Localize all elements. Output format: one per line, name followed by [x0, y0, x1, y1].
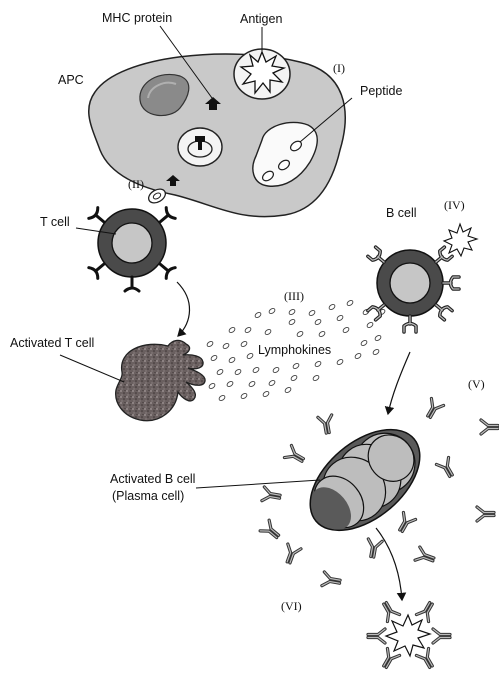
lymphokine-dot — [226, 380, 234, 387]
lymphokine-dot — [288, 318, 296, 325]
label-apc: APC — [58, 73, 84, 87]
lymphokine-dot — [240, 392, 248, 399]
lymphokine-dot — [366, 321, 374, 328]
label-lymphokines: Lymphokines — [258, 343, 331, 357]
lymphokine-dot — [248, 380, 256, 387]
lymphokine-dot — [336, 358, 344, 365]
lymphokine-dot — [314, 360, 322, 367]
lymphokine-dot — [234, 368, 242, 375]
activated-t-cell — [116, 340, 205, 420]
lymphokine-dot — [336, 314, 344, 321]
lymphokine-dot — [252, 366, 260, 373]
lymphokine-dot — [314, 318, 322, 325]
lymphokine-dot — [244, 326, 252, 333]
lymphokine-dot — [208, 382, 216, 389]
label-t-cell: T cell — [40, 215, 70, 229]
antigen-antibody-complex — [368, 600, 450, 670]
lymphokine-dot — [268, 307, 276, 314]
lymphokine-dot — [272, 366, 280, 373]
lymphokine-dot — [318, 330, 326, 337]
lymphokine-dot — [228, 326, 236, 333]
bound-antigen-icon — [444, 224, 477, 256]
label-antigen: Antigen — [240, 12, 282, 26]
lymphokine-dot — [360, 339, 368, 346]
lymphokine-dot — [374, 334, 382, 341]
lymphokine-dot — [288, 308, 296, 315]
lymphokine-dot — [218, 394, 226, 401]
arrow-neutralization — [376, 528, 402, 600]
lymphokine-dot — [284, 386, 292, 393]
step-v: (V) — [468, 377, 485, 391]
step-iii: (III) — [284, 289, 304, 303]
step-vi: (VI) — [281, 599, 302, 613]
step-ii: (II) — [128, 177, 144, 191]
lymphokine-dot — [354, 352, 362, 359]
lymphokine-dot — [346, 299, 354, 306]
lymphokine-dot — [268, 379, 276, 386]
step-iv: (IV) — [444, 198, 465, 212]
lymphokine-dot — [240, 340, 248, 347]
lymphokine-dot — [262, 390, 270, 397]
lymphokine-dot — [206, 340, 214, 347]
arrow-b-activation — [388, 352, 410, 414]
lymphokine-dot — [342, 326, 350, 333]
lymphokine-dot — [296, 330, 304, 337]
lymphokine-dot — [222, 342, 230, 349]
label-plasma-cell: (Plasma cell) — [112, 489, 184, 503]
label-activated-t-cell: Activated T cell — [10, 336, 94, 350]
lymphokine-dot — [228, 356, 236, 363]
lymphokine-dot — [246, 352, 254, 359]
label-activated-b-cell: Activated B cell — [110, 472, 195, 486]
label-peptide: Peptide — [360, 84, 402, 98]
lymphokine-dot — [264, 328, 272, 335]
label-b-cell: B cell — [386, 206, 417, 220]
lymphokine-dot — [308, 309, 316, 316]
arrow-t-activation — [177, 282, 190, 336]
lymphokine-dot — [328, 303, 336, 310]
step-i: (I) — [333, 61, 345, 75]
label-mhc-protein: MHC protein — [102, 11, 172, 25]
lymphokine-dot — [312, 374, 320, 381]
lymphokine-dot — [292, 362, 300, 369]
lymphokine-dot — [290, 374, 298, 381]
lymphokine-dot — [216, 368, 224, 375]
lymphokine-dot — [254, 311, 262, 318]
lymphokine-dot — [210, 354, 218, 361]
lymphokine-dot — [372, 348, 380, 355]
